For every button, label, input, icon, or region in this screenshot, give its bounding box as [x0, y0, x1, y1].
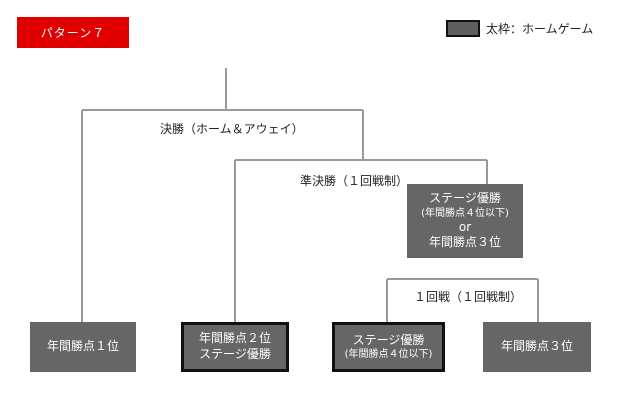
pattern-label: パターン７	[40, 26, 106, 40]
semifinal-connector	[234, 159, 488, 322]
box-stage-upper-line3: or	[458, 219, 472, 234]
final-connector	[81, 68, 364, 322]
box-rank2-stage-line2: ステージ優勝	[199, 347, 271, 361]
pattern-tag: パターン７	[17, 17, 129, 48]
box-stage-upper: ステージ優勝 (年間勝点４位以下) or 年間勝点３位	[407, 184, 523, 258]
box-rank1: 年間勝点１位	[30, 322, 136, 372]
legend-swatch	[446, 19, 480, 37]
box-rank3-line1: 年間勝点３位	[500, 339, 573, 354]
box-stage-upper-line2: (年間勝点４位以下)	[421, 207, 509, 219]
box-rank3: 年間勝点３位	[483, 322, 591, 372]
box-rank2-stage-line1: 年間勝点２位	[198, 331, 271, 346]
box-rank1-line1: 年間勝点１位	[46, 339, 119, 354]
box-stage-upper-line4: 年間勝点３位	[428, 235, 501, 250]
box-stage-lower-line2: (年間勝点４位以下)	[344, 349, 433, 361]
first-round-label: １回戦（１回戦制）	[414, 290, 523, 304]
legend-label: 太枠：ホームゲーム	[486, 21, 594, 36]
box-stage-lower: ステージ優勝 (年間勝点４位以下)	[332, 322, 445, 372]
box-stage-upper-line1: ステージ優勝	[429, 191, 501, 206]
box-stage-lower-line1: ステージ優勝	[352, 332, 425, 347]
first-round-connector	[386, 278, 539, 322]
final-label: 決勝（ホーム＆アウェイ）	[160, 122, 304, 136]
legend: 太枠：ホームゲーム	[446, 18, 593, 38]
semifinal-label: 準決勝（１回戦制）	[300, 174, 409, 188]
box-rank2-stage: 年間勝点２位 ステージ優勝	[181, 322, 289, 372]
